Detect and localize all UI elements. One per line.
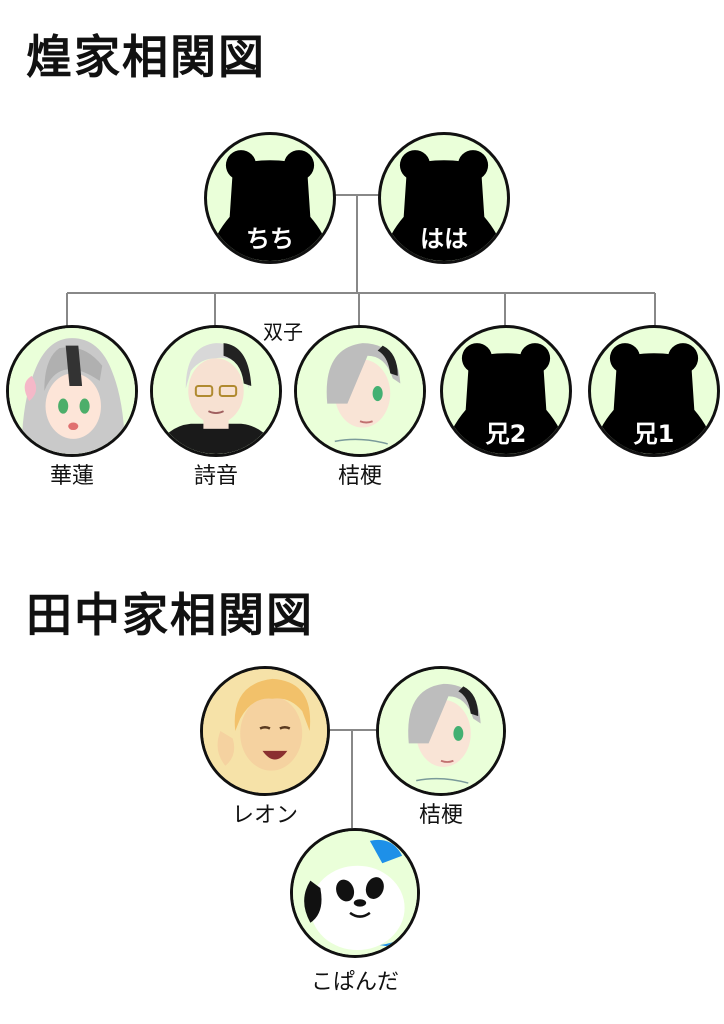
child-node-kopanda xyxy=(290,828,420,958)
parent-node-kikyou xyxy=(376,666,506,796)
child-node-brother-2: 兄2 xyxy=(440,325,572,457)
anime-portrait-icon xyxy=(203,669,327,793)
tanaka-family-title: 田中家相関図 xyxy=(26,588,314,642)
child-node-shion xyxy=(150,325,282,457)
parent-node-mother: はは xyxy=(378,132,510,264)
child-label: 華蓮 xyxy=(49,464,95,489)
parent-node-leon xyxy=(200,666,330,796)
child-label: 兄2 xyxy=(485,420,527,448)
parent-label: ちち xyxy=(246,225,294,253)
child-label: 兄1 xyxy=(633,420,675,448)
parent-label: はは xyxy=(420,225,468,253)
anime-portrait-icon xyxy=(297,328,423,454)
anime-portrait-icon xyxy=(379,669,503,793)
panda-icon xyxy=(293,831,417,955)
bear-silhouette-icon xyxy=(591,343,717,454)
parent-label: 桔梗 xyxy=(418,803,464,828)
parent-node-father: ちち xyxy=(204,132,336,264)
child-label: こぱんだ xyxy=(310,970,400,995)
child-node-karen xyxy=(6,325,138,457)
anime-portrait-icon xyxy=(9,328,135,454)
parent-label: レオン xyxy=(231,803,299,828)
child-label: 桔梗 xyxy=(337,464,383,489)
child-label: 詩音 xyxy=(193,464,239,489)
bear-silhouette-icon xyxy=(443,343,569,454)
bear-silhouette-icon xyxy=(207,150,333,261)
anime-portrait-icon xyxy=(153,328,279,454)
kou-family-title: 煌家相関図 xyxy=(26,30,266,84)
child-node-brother-1: 兄1 xyxy=(588,325,720,457)
child-node-kikyou xyxy=(294,325,426,457)
bear-silhouette-icon xyxy=(381,150,507,261)
